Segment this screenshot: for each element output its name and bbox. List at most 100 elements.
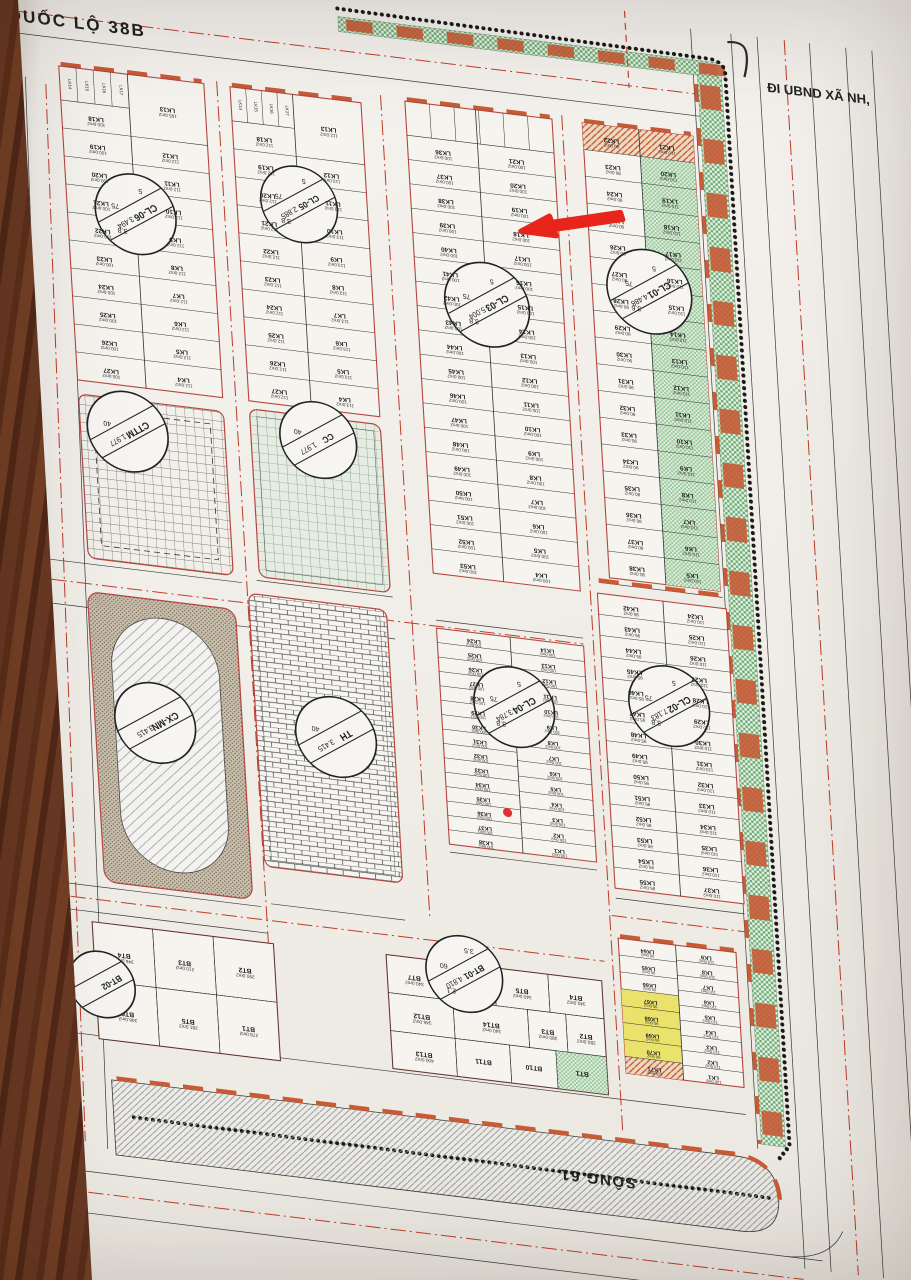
plot-LK12: LK12 <box>162 151 178 160</box>
road-line <box>604 497 662 505</box>
road-line <box>598 390 655 398</box>
circle-stat: 3.5 <box>464 946 474 954</box>
map-label: 110.0m2 <box>669 336 687 343</box>
map-label: 100.0m2 <box>477 843 494 850</box>
plot-LK29: LK29 <box>693 717 709 726</box>
map-label: 100.0m2 <box>456 519 475 526</box>
road-line <box>139 275 216 286</box>
map-label: 100.0m2 <box>528 504 547 511</box>
plot-LK14: LK14 <box>238 100 244 111</box>
road-line <box>492 386 569 397</box>
map-label: 100.0m2 <box>97 289 116 296</box>
map-shape <box>497 37 524 53</box>
plot-LK4: LK4 <box>704 1028 716 1035</box>
road-line <box>478 167 556 178</box>
map-label: 100.0m2 <box>551 852 568 859</box>
road-line <box>656 423 711 431</box>
map-shape <box>748 894 771 921</box>
map-label: 100.0m2 <box>440 252 459 259</box>
road-line <box>527 116 530 151</box>
plot-LK4: LK4 <box>550 801 562 808</box>
map-shape <box>255 600 396 876</box>
plot-LK7: LK7 <box>333 311 346 319</box>
road-line <box>671 748 736 757</box>
map-label: 210.0m2 <box>175 964 194 972</box>
map-label: 110.0m2 <box>698 808 716 815</box>
map-label: 100.0m2 <box>547 790 564 797</box>
road-line <box>276 92 280 127</box>
plot-LK25: LK25 <box>267 331 283 340</box>
map-label: 95.0m2 <box>634 800 650 807</box>
road-line <box>677 974 738 983</box>
plot-LK34: LK34 <box>622 457 638 466</box>
map-label: 90.0m2 <box>615 330 631 337</box>
road-line <box>256 580 393 598</box>
plot-LK26: LK26 <box>689 654 705 663</box>
plot-LK48: LK48 <box>630 730 646 739</box>
plot-LK14: LK14 <box>539 646 554 654</box>
plot-label-BT10: BT10 <box>525 1063 542 1072</box>
map-label: 110.0m2 <box>690 681 708 688</box>
plot-LK30: LK30 <box>472 723 486 731</box>
road-line <box>306 324 375 333</box>
road-line <box>435 619 584 639</box>
road-line <box>610 803 676 813</box>
map-label: 100.0m2 <box>471 728 488 735</box>
plot-LK10: LK10 <box>524 424 540 433</box>
map-label: 100.0m2 <box>448 398 467 405</box>
road-line <box>521 821 595 832</box>
road-line <box>676 832 741 841</box>
map-label: 90.0m2 <box>619 410 635 417</box>
map-label: 100.0m2 <box>457 544 476 551</box>
plot-fill-LK67 <box>621 988 680 1013</box>
plot-LK12: LK12 <box>521 376 537 385</box>
map-label: 110.0m2 <box>688 639 706 646</box>
map-label: 113.0m2 <box>332 345 350 352</box>
road-line <box>431 548 503 558</box>
plot-LK8: LK8 <box>702 968 713 975</box>
plot-LK49: LK49 <box>454 464 470 473</box>
plot-LK5: LK5 <box>550 785 561 792</box>
map-shape <box>761 1110 784 1137</box>
road-line <box>275 197 335 230</box>
block-LK-SE <box>617 937 745 1089</box>
map-label: 95.0m2 <box>637 842 653 849</box>
map-label: 380.0m2 <box>538 1033 557 1041</box>
map-label: 110.0m2 <box>698 958 714 965</box>
map-label: 346.0m2 <box>115 956 134 964</box>
map-label: 110.0m2 <box>691 703 709 710</box>
road-line <box>142 331 220 342</box>
circle-stat: 75 <box>462 292 470 300</box>
map-label: 100.0m2 <box>441 276 460 283</box>
plot-LK30: LK30 <box>694 738 710 747</box>
circle-stat: 40 <box>103 419 111 427</box>
road-line <box>427 475 498 485</box>
road-line <box>409 183 481 193</box>
plot-LK32: LK32 <box>619 403 635 412</box>
plot-LK16: LK16 <box>666 276 682 285</box>
map-label: 340.0m2 <box>482 1026 501 1034</box>
map-label: 113.0m2 <box>326 233 344 240</box>
plot-LK40: LK40 <box>440 245 456 254</box>
block-front-dash <box>231 82 359 103</box>
road-line <box>82 979 134 1008</box>
circle-stat: 40 <box>293 427 301 435</box>
map-label: 100.0m2 <box>468 685 485 692</box>
plot-LK8: LK8 <box>529 473 542 481</box>
map-label: 100.0m2 <box>477 829 494 836</box>
map-label: 90.0m2 <box>616 357 632 364</box>
plot-LK9: LK9 <box>701 953 712 960</box>
plot-LK64: LK64 <box>639 947 654 955</box>
road-line <box>588 229 646 237</box>
plot-LK20: LK20 <box>259 191 275 200</box>
road-line <box>666 664 731 673</box>
road-line <box>437 642 511 652</box>
map-shape <box>294 695 378 779</box>
plot-LK9: LK9 <box>527 449 540 457</box>
plot-LK15: LK15 <box>668 303 684 312</box>
road-line <box>422 402 494 412</box>
road-centerline <box>216 81 276 1054</box>
map-label: 95.0m2 <box>633 779 649 786</box>
map-label: 100.0m2 <box>472 757 489 764</box>
